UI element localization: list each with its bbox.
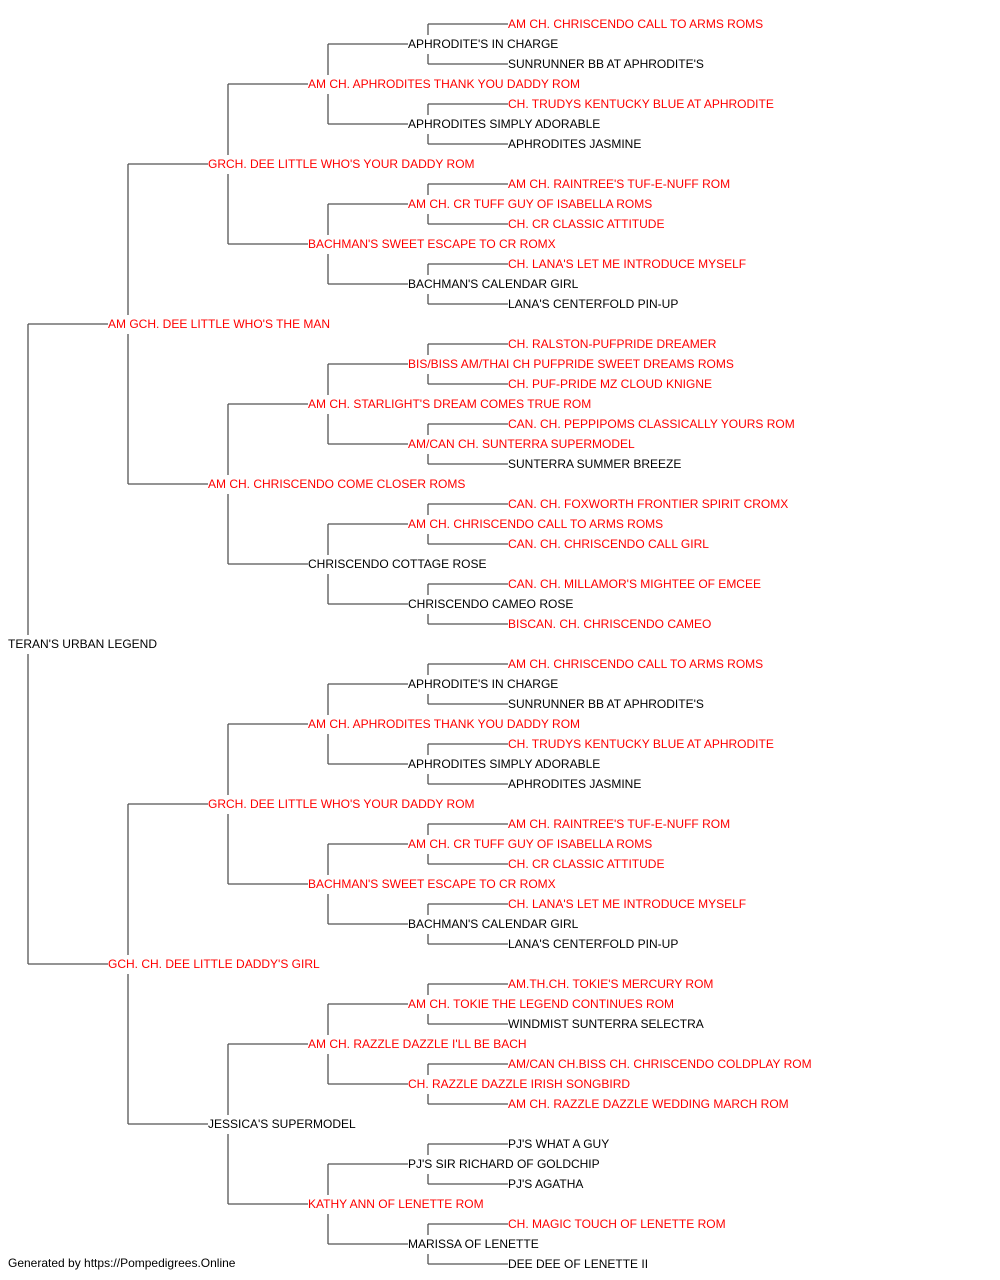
undefined-name: WINDMIST SUNTERRA SELECTRA (508, 1017, 704, 1031)
great-great-grandparent-name: APHRODITES SIMPLY ADORABLE (408, 757, 600, 771)
undefined-name: CH. CR CLASSIC ATTITUDE (508, 857, 664, 871)
great-great-grandparent-name: CHRISCENDO CAMEO ROSE (408, 597, 573, 611)
undefined-name: LANA'S CENTERFOLD PIN-UP (508, 937, 678, 951)
undefined-name: CAN. CH. MILLAMOR'S MIGHTEE OF EMCEE (508, 577, 761, 591)
undefined-name: AM.TH.CH. TOKIE'S MERCURY ROM (508, 977, 713, 991)
undefined-name: AM CH. RAZZLE DAZZLE WEDDING MARCH ROM (508, 1097, 789, 1111)
great-great-grandparent-name: APHRODITE'S IN CHARGE (408, 37, 558, 51)
grandparent-name: AM CH. CHRISCENDO COME CLOSER ROMS (208, 477, 465, 491)
great-great-grandparent-name: AM CH. TOKIE THE LEGEND CONTINUES ROM (408, 997, 674, 1011)
parent-name: AM GCH. DEE LITTLE WHO'S THE MAN (108, 317, 330, 331)
undefined-name: CH. MAGIC TOUCH OF LENETTE ROM (508, 1217, 726, 1231)
great-great-grandparent-name: APHRODITE'S IN CHARGE (408, 677, 558, 691)
undefined-name: BISCAN. CH. CHRISCENDO CAMEO (508, 617, 711, 631)
great-great-grandparent-name: CH. RAZZLE DAZZLE IRISH SONGBIRD (408, 1077, 630, 1091)
great-grandparent-name: BACHMAN'S SWEET ESCAPE TO CR ROMX (308, 877, 556, 891)
grandparent-name: GRCH. DEE LITTLE WHO'S YOUR DADDY ROM (208, 797, 475, 811)
undefined-name: SUNRUNNER BB AT APHRODITE'S (508, 57, 704, 71)
undefined-name: AM CH. RAINTREE'S TUF-E-NUFF ROM (508, 177, 730, 191)
great-great-grandparent-name: BIS/BISS AM/THAI CH PUFPRIDE SWEET DREAM… (408, 357, 734, 371)
great-grandparent-name: AM CH. APHRODITES THANK YOU DADDY ROM (308, 77, 580, 91)
undefined-name: PJ'S WHAT A GUY (508, 1137, 609, 1151)
subject-name: TERAN'S URBAN LEGEND (8, 637, 157, 651)
undefined-name: AM/CAN CH.BISS CH. CHRISCENDO COLDPLAY R… (508, 1057, 812, 1071)
undefined-name: LANA'S CENTERFOLD PIN-UP (508, 297, 678, 311)
great-grandparent-name: AM CH. STARLIGHT'S DREAM COMES TRUE ROM (308, 397, 591, 411)
undefined-name: SUNTERRA SUMMER BREEZE (508, 457, 681, 471)
great-grandparent-name: KATHY ANN OF LENETTE ROM (308, 1197, 484, 1211)
undefined-name: CH. LANA'S LET ME INTRODUCE MYSELF (508, 897, 746, 911)
great-great-grandparent-name: BACHMAN'S CALENDAR GIRL (408, 277, 579, 291)
undefined-name: AM CH. RAINTREE'S TUF-E-NUFF ROM (508, 817, 730, 831)
undefined-name: SUNRUNNER BB AT APHRODITE'S (508, 697, 704, 711)
grandparent-name: GRCH. DEE LITTLE WHO'S YOUR DADDY ROM (208, 157, 475, 171)
great-great-grandparent-name: AM CH. CHRISCENDO CALL TO ARMS ROMS (408, 517, 663, 531)
great-great-grandparent-name: AM CH. CR TUFF GUY OF ISABELLA ROMS (408, 837, 652, 851)
great-great-grandparent-name: PJ'S SIR RICHARD OF GOLDCHIP (408, 1157, 600, 1171)
great-grandparent-name: BACHMAN'S SWEET ESCAPE TO CR ROMX (308, 237, 556, 251)
undefined-name: PJ'S AGATHA (508, 1177, 583, 1191)
parent-name: GCH. CH. DEE LITTLE DADDY'S GIRL (108, 957, 320, 971)
generated-by-credit: Generated by https://Pompedigrees.Online (8, 1256, 236, 1270)
pedigree-names: TERAN'S URBAN LEGEND AM GCH. DEE LITTLE W… (8, 17, 812, 1271)
undefined-name: CH. RALSTON-PUFPRIDE DREAMER (508, 337, 717, 351)
connector-lines (27, 23, 508, 1265)
great-grandparent-name: CHRISCENDO COTTAGE ROSE (308, 557, 486, 571)
great-great-grandparent-name: APHRODITES SIMPLY ADORABLE (408, 117, 600, 131)
undefined-name: CH. PUF-PRIDE MZ CLOUD KNIGNE (508, 377, 712, 391)
undefined-name: AM CH. CHRISCENDO CALL TO ARMS ROMS (508, 17, 763, 31)
undefined-name: CH. TRUDYS KENTUCKY BLUE AT APHRODITE (508, 737, 774, 751)
undefined-name: CAN. CH. FOXWORTH FRONTIER SPIRIT CROMX (508, 497, 788, 511)
great-great-grandparent-name: BACHMAN'S CALENDAR GIRL (408, 917, 579, 931)
undefined-name: CAN. CH. PEPPIPOMS CLASSICALLY YOURS ROM (508, 417, 795, 431)
great-grandparent-name: AM CH. APHRODITES THANK YOU DADDY ROM (308, 717, 580, 731)
undefined-name: APHRODITES JASMINE (508, 137, 641, 151)
grandparent-name: JESSICA'S SUPERMODEL (208, 1117, 356, 1131)
undefined-name: APHRODITES JASMINE (508, 777, 641, 791)
great-great-grandparent-name: AM CH. CR TUFF GUY OF ISABELLA ROMS (408, 197, 652, 211)
great-grandparent-name: AM CH. RAZZLE DAZZLE I'LL BE BACH (308, 1037, 527, 1051)
great-great-grandparent-name: AM/CAN CH. SUNTERRA SUPERMODEL (408, 437, 635, 451)
great-great-grandparent-name: MARISSA OF LENETTE (408, 1237, 539, 1251)
undefined-name: CAN. CH. CHRISCENDO CALL GIRL (508, 537, 709, 551)
undefined-name: CH. CR CLASSIC ATTITUDE (508, 217, 664, 231)
undefined-name: CH. TRUDYS KENTUCKY BLUE AT APHRODITE (508, 97, 774, 111)
undefined-name: CH. LANA'S LET ME INTRODUCE MYSELF (508, 257, 746, 271)
undefined-name: AM CH. CHRISCENDO CALL TO ARMS ROMS (508, 657, 763, 671)
undefined-name: DEE DEE OF LENETTE II (508, 1257, 648, 1271)
